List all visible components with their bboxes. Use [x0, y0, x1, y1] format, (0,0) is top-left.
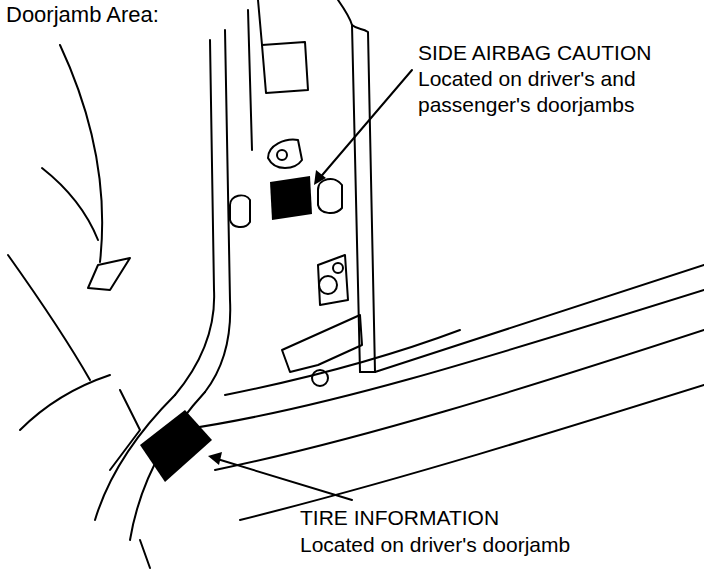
arrowhead: [208, 452, 222, 465]
pillar-line: [205, 30, 230, 392]
callout-heading: TIRE INFORMATION: [300, 505, 499, 531]
door-striker: [268, 140, 302, 168]
hinge-pin: [319, 276, 337, 294]
sill-line: [140, 540, 150, 568]
seat-outline: [42, 168, 98, 240]
diagram-title: Doorjamb Area:: [6, 2, 159, 28]
sill-line: [240, 385, 704, 520]
floor-line: [20, 375, 110, 430]
callout-heading: SIDE AIRBAG CAUTION: [418, 40, 651, 66]
seat-bracket: [88, 258, 130, 290]
pillar-line: [248, 10, 252, 150]
hinge: [318, 255, 348, 305]
sill-line: [110, 390, 140, 470]
airbag-caution-label: [270, 176, 312, 220]
leader-line: [318, 70, 412, 180]
door-bottom: [375, 265, 704, 372]
floor-line: [8, 255, 90, 380]
striker-bolt: [277, 150, 287, 160]
sill-line: [225, 330, 460, 395]
pillar-cutout: [262, 42, 308, 93]
door-bumper: [318, 179, 342, 213]
door-bumper: [230, 195, 250, 227]
arrowhead: [314, 170, 326, 185]
tire-information-label: [140, 410, 212, 482]
pillar-line: [258, 0, 262, 45]
callout-note: Located on driver's and passenger's door…: [418, 66, 698, 118]
pillar-line: [175, 40, 214, 395]
sill-line: [215, 330, 704, 470]
door-check: [282, 315, 362, 372]
door-edge: [352, 25, 360, 372]
leader-line: [214, 458, 352, 500]
hinge-pin: [333, 263, 343, 273]
callout-note: Located on driver's doorjamb: [300, 532, 570, 558]
seat-outline: [60, 45, 102, 262]
door-bottom: [360, 371, 375, 373]
